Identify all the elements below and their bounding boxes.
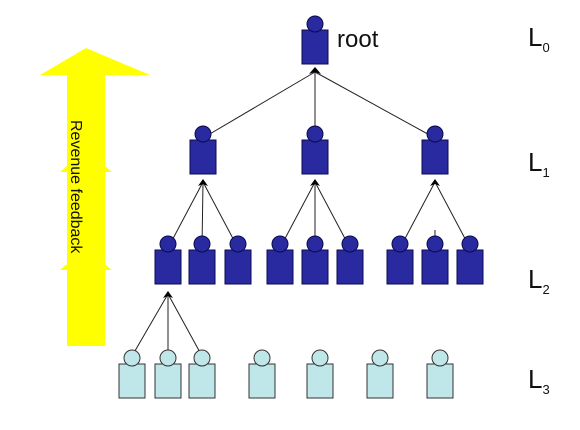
edge — [434, 181, 471, 249]
arrowhead — [309, 67, 321, 74]
node-level-3 — [248, 349, 276, 399]
level-label-0: L0 — [528, 22, 550, 56]
edge — [279, 181, 316, 249]
node-body — [301, 249, 329, 285]
node-level-3 — [426, 349, 454, 399]
node-head — [123, 349, 141, 367]
node-level-3 — [188, 349, 216, 399]
node-head — [306, 125, 324, 143]
edge — [314, 181, 351, 249]
node-level-2 — [266, 235, 294, 285]
root-label: root — [337, 26, 379, 53]
arrow-head-3 — [60, 248, 112, 270]
node-body — [456, 249, 484, 285]
edge — [202, 71, 316, 139]
node-level-3 — [118, 349, 146, 399]
node-head — [426, 235, 444, 253]
node-head — [426, 125, 444, 143]
arrow-head-2 — [60, 150, 112, 172]
level-label-2: L2 — [528, 264, 550, 298]
node-body — [188, 363, 216, 399]
arrow-shaft — [67, 72, 105, 346]
node-level-3 — [366, 349, 394, 399]
edge — [314, 71, 436, 139]
node-head — [193, 349, 211, 367]
node-body — [248, 363, 276, 399]
level-label-1: L1 — [528, 147, 550, 181]
node-head — [431, 349, 449, 367]
revenue-feedback-label: Revenue feedback — [67, 120, 84, 254]
edge — [167, 181, 204, 249]
node-body — [421, 249, 449, 285]
level-label-3: L3 — [528, 364, 550, 398]
node-head — [341, 235, 359, 253]
node-level-2 — [154, 235, 182, 285]
arrow-head-1 — [40, 48, 150, 75]
revenue-feedback-arrow — [40, 48, 150, 346]
node-body — [301, 29, 329, 65]
node-level-2 — [301, 235, 329, 285]
edge — [167, 293, 203, 357]
node-body — [366, 363, 394, 399]
node-body — [336, 249, 364, 285]
node-level-3 — [154, 349, 182, 399]
node-head — [371, 349, 389, 367]
node-level-2 — [456, 235, 484, 285]
node-level-1 — [301, 125, 329, 175]
node-level-2 — [224, 235, 252, 285]
node-level-0 — [301, 15, 329, 65]
node-head — [311, 349, 329, 367]
node-body — [189, 139, 217, 175]
node-body — [386, 249, 414, 285]
node-head — [253, 349, 271, 367]
edge — [399, 181, 436, 249]
node-head — [461, 235, 479, 253]
node-level-1 — [421, 125, 449, 175]
node-body — [154, 363, 182, 399]
node-body — [188, 249, 216, 285]
node-head — [159, 235, 177, 253]
node-head — [193, 235, 211, 253]
arrowhead — [430, 179, 440, 186]
node-head — [159, 349, 177, 367]
node-level-2 — [188, 235, 216, 285]
node-body — [266, 249, 294, 285]
node-body — [154, 249, 182, 285]
node-head — [271, 235, 289, 253]
edge — [131, 293, 169, 357]
node-head — [391, 235, 409, 253]
node-head — [194, 125, 212, 143]
node-body — [224, 249, 252, 285]
edges — [131, 71, 471, 357]
node-body — [426, 363, 454, 399]
arrowhead — [310, 179, 320, 186]
node-level-2 — [421, 235, 449, 285]
arrowhead — [163, 291, 173, 298]
edge-arrowheads — [163, 67, 440, 298]
node-head — [229, 235, 247, 253]
node-level-2 — [386, 235, 414, 285]
edge — [202, 181, 239, 249]
nodes — [118, 15, 484, 399]
node-level-3 — [306, 349, 334, 399]
node-head — [306, 235, 324, 253]
node-body — [421, 139, 449, 175]
node-level-1 — [189, 125, 217, 175]
node-head — [306, 15, 324, 33]
node-body — [118, 363, 146, 399]
node-body — [301, 139, 329, 175]
arrowhead — [198, 179, 208, 186]
node-level-2 — [336, 235, 364, 285]
node-body — [306, 363, 334, 399]
